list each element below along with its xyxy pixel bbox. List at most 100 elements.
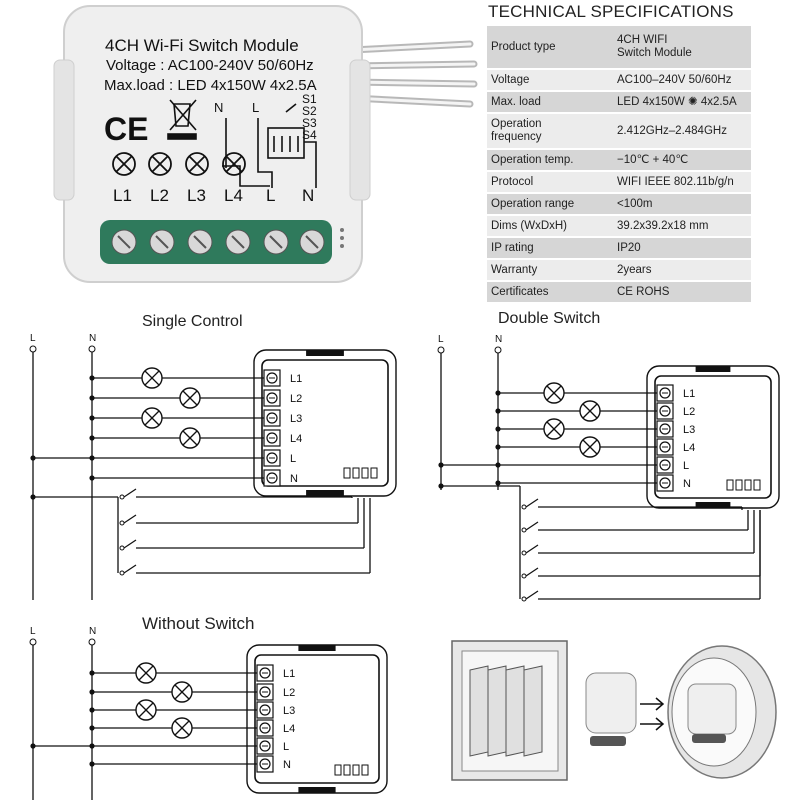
- wire: [123, 539, 137, 549]
- switch-input-pin: [735, 479, 743, 491]
- switch-input-pin: [343, 764, 351, 776]
- module-box: [254, 654, 380, 784]
- spec-row: Operation temp. −10℃ + 40℃: [487, 149, 751, 172]
- arrow-icon: [640, 697, 665, 711]
- module-box: [261, 359, 389, 487]
- junction-dot: [495, 390, 501, 396]
- switch-contact: [521, 550, 527, 556]
- rocker-key: [505, 665, 525, 757]
- module-label-l3: L3: [187, 186, 206, 205]
- junction-dot: [89, 375, 95, 381]
- terminal-label: L2: [290, 393, 302, 405]
- neutral-terminal: [494, 346, 502, 354]
- switch-input-pin: [753, 479, 761, 491]
- terminal-label: L3: [283, 705, 295, 717]
- spec-value: 39.2x39.2x18 mm: [609, 215, 751, 238]
- spec-row: Dims (WxDxH) 39.2x39.2x18 mm: [487, 215, 751, 238]
- terminal-label: N: [283, 759, 291, 771]
- junction-dot: [30, 494, 36, 500]
- module-clip: [298, 645, 336, 651]
- module-maxload: Max.load : LED 4x150W 4x2.5A: [104, 77, 317, 94]
- terminal-label: L4: [290, 433, 302, 445]
- rocker-key: [487, 665, 507, 757]
- switch-input-pin: [744, 479, 752, 491]
- arrow-icon: [640, 717, 665, 731]
- spec-row: Voltage AC100–240V 50/60Hz: [487, 69, 751, 92]
- wire: [525, 590, 539, 600]
- switch-input-pin: [726, 479, 734, 491]
- spec-row: Protocol WIFI IEEE 802.11b/g/n: [487, 171, 751, 194]
- spec-value: CE ROHS: [609, 281, 751, 304]
- terminal-label: L4: [683, 442, 695, 454]
- wire: [123, 514, 137, 524]
- wire: [174, 720, 190, 736]
- switch-input-pin: [361, 467, 369, 479]
- module-label-l1: L1: [113, 186, 132, 205]
- switch-contact: [119, 545, 125, 551]
- ce-mark: CE: [104, 111, 148, 147]
- module-label-l: L: [266, 186, 276, 205]
- junction-dot: [495, 462, 501, 468]
- junction-dot: [495, 408, 501, 414]
- spec-row: Certificates CE ROHS: [487, 281, 751, 304]
- wire: [144, 410, 160, 426]
- junction-dot: [30, 743, 36, 749]
- switch-contact: [521, 527, 527, 533]
- small-module: [585, 672, 637, 734]
- junction-dot: [89, 455, 95, 461]
- module-label-l2: L2: [150, 186, 169, 205]
- module-clip: [306, 490, 344, 496]
- junction-dot: [438, 483, 444, 489]
- wire: [525, 544, 539, 554]
- switch-contact: [119, 520, 125, 526]
- module-label-l4: L4: [224, 186, 243, 205]
- module-clip: [306, 350, 344, 356]
- terminal-label: L4: [283, 723, 295, 735]
- spec-key: Max. load: [487, 91, 609, 114]
- terminal-label: N: [683, 478, 691, 490]
- module-clip: [695, 502, 731, 508]
- module-box: [654, 375, 772, 499]
- spec-value: IP20: [609, 237, 751, 260]
- module-in-box-terminals: [692, 734, 726, 743]
- switch-input-pin: [352, 467, 360, 479]
- wire: [546, 385, 562, 401]
- switch-contact: [119, 570, 125, 576]
- wire: [174, 684, 190, 700]
- wire: [546, 421, 562, 437]
- spec-row: Max. load LED 4x150W ✺ 4x2.5A: [487, 91, 751, 114]
- junction-dot: [89, 415, 95, 421]
- junction-dot: [89, 670, 95, 676]
- terminal-label: L: [290, 453, 296, 465]
- terminal-label: L1: [290, 373, 302, 385]
- terminal-label: N: [290, 473, 298, 485]
- module-n-label: N: [214, 100, 224, 115]
- switch-contact: [521, 573, 527, 579]
- line-terminal-label: L: [438, 334, 444, 345]
- spec-row: Warranty 2years: [487, 259, 751, 282]
- small-module-terminals: [590, 736, 626, 746]
- line-terminal: [437, 346, 445, 354]
- spec-value: WIFI IEEE 802.11b/g/n: [609, 171, 751, 194]
- spec-title: TECHNICAL SPECIFICATIONS: [488, 2, 734, 21]
- spec-key: Voltage: [487, 69, 609, 92]
- terminal-label: L2: [283, 687, 295, 699]
- terminal-label: L1: [683, 388, 695, 400]
- module-clip: [695, 366, 731, 372]
- junction-dot: [89, 761, 95, 767]
- neutral-terminal-label: N: [495, 334, 502, 345]
- module-voltage: Voltage : AC100-240V 50/60Hz: [106, 57, 314, 74]
- module-s4: S4: [302, 128, 317, 142]
- junction-dot: [89, 743, 95, 749]
- junction-dot: [438, 462, 444, 468]
- installation-illustration: [451, 640, 777, 781]
- spec-value: <100m: [609, 193, 751, 216]
- neutral-terminal: [88, 638, 96, 646]
- spec-row: Operation range <100m: [487, 193, 751, 216]
- wire: [525, 567, 539, 577]
- spec-key: Certificates: [487, 281, 609, 304]
- wire: [582, 403, 598, 419]
